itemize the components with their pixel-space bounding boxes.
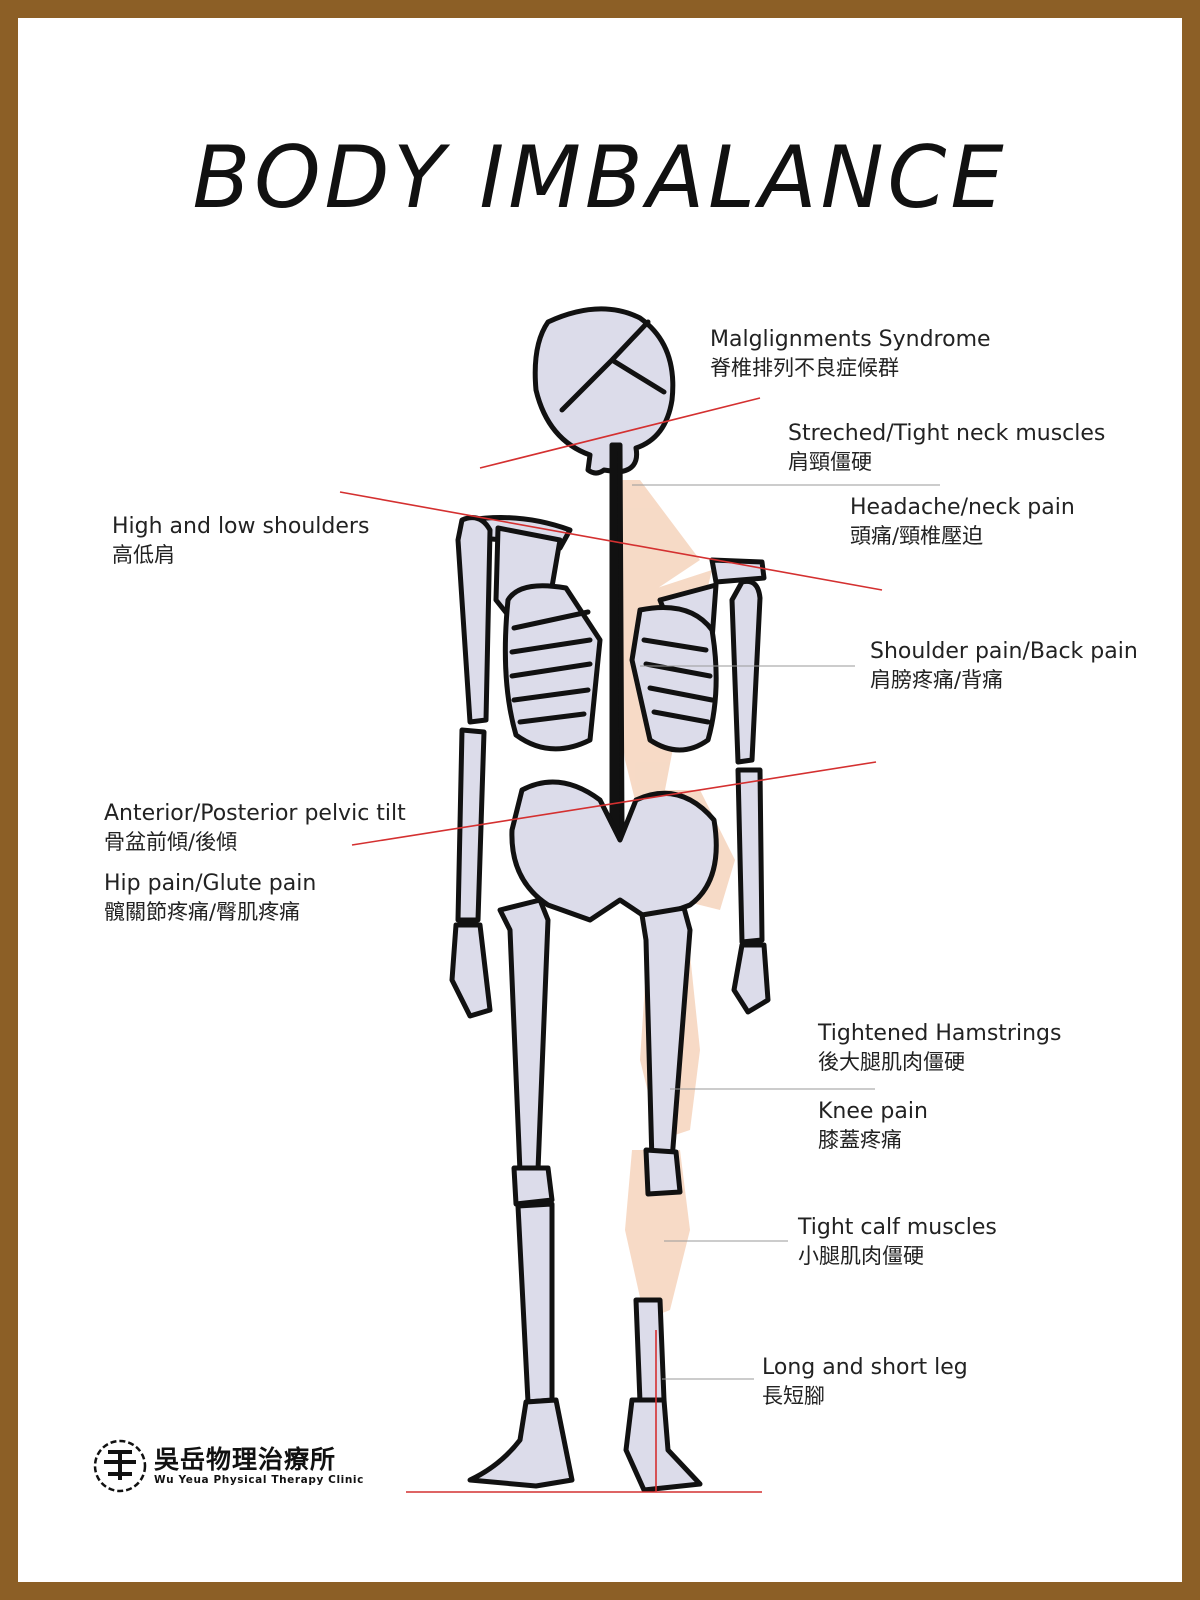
left-hand-bone [449, 922, 493, 1019]
label-hip-pain-en: Hip pain/Glute pain [104, 871, 317, 896]
label-pelvic-tilt-zh: 骨盆前傾/後傾 [104, 830, 238, 854]
label-neck-muscles: Streched/Tight neck muscles 肩頸僵硬 [788, 420, 1105, 476]
label-leg-length: Long and short leg 長短腳 [762, 1354, 968, 1410]
label-leg-length-zh: 長短腳 [762, 1384, 825, 1408]
left-foot-bone [467, 1397, 575, 1489]
label-back-pain-en: Shoulder pain/Back pain [870, 639, 1138, 664]
label-hamstrings-en: Tightened Hamstrings [818, 1021, 1062, 1046]
label-hip-pain-zh: 髖關節疼痛/臀肌疼痛 [104, 900, 301, 924]
skull-suture [559, 319, 667, 413]
label-pelvic-tilt-en: Anterior/Posterior pelvic tilt [104, 801, 406, 826]
label-calf-zh: 小腿肌肉僵硬 [798, 1244, 924, 1268]
right-foot-bone [623, 1397, 703, 1493]
right-hand-bone [731, 942, 771, 1015]
clinic-name: 吳岳物理治療所 [154, 1445, 337, 1474]
clinic-subtitle: Wu Yeua Physical Therapy Clinic [154, 1474, 364, 1486]
spine-bone [609, 442, 625, 843]
left-knee-bone [511, 1165, 555, 1207]
clinic-logo: 吳岳物理治療所 Wu Yeua Physical Therapy Clinic [92, 1438, 392, 1502]
left-tibia-bone [515, 1201, 555, 1405]
left-forearm-bone [455, 727, 487, 923]
label-back-pain: Shoulder pain/Back pain 肩膀疼痛/背痛 [870, 638, 1138, 694]
left-rib-lines [509, 609, 593, 725]
label-shoulders-zh: 高低肩 [112, 543, 175, 567]
skull-bone [532, 306, 676, 476]
label-shoulders: High and low shoulders 高低肩 [112, 513, 369, 569]
label-headache: Headache/neck pain 頭痛/頸椎壓迫 [850, 494, 1075, 550]
label-calf: Tight calf muscles 小腿肌肉僵硬 [798, 1214, 997, 1270]
label-back-pain-zh: 肩膀疼痛/背痛 [870, 668, 1004, 692]
left-femur-bone [497, 897, 551, 1175]
pelvis-tilt-line [351, 761, 877, 846]
shoulder-tilt-line [339, 491, 883, 591]
label-malalignment-zh: 脊椎排列不良症候群 [710, 356, 899, 380]
imbalance-lines [339, 397, 883, 1493]
pelvis-bone [509, 779, 719, 923]
label-pelvic-tilt: Anterior/Posterior pelvic tilt 骨盆前傾/後傾 [104, 800, 406, 856]
label-neck-muscles-en: Streched/Tight neck muscles [788, 421, 1106, 446]
label-headache-zh: 頭痛/頸椎壓迫 [850, 524, 984, 548]
label-knee-pain: Knee pain 膝蓋疼痛 [818, 1098, 928, 1154]
clinic-logo-icon [93, 1439, 147, 1493]
label-shoulders-en: High and low shoulders [112, 514, 370, 539]
skeleton-bones [449, 306, 771, 1493]
right-tibia-bone [633, 1297, 667, 1405]
label-hip-pain: Hip pain/Glute pain 髖關節疼痛/臀肌疼痛 [104, 870, 316, 926]
right-humerus-bone [729, 578, 763, 765]
label-leg-length-en: Long and short leg [762, 1355, 968, 1380]
label-hamstrings-zh: 後大腿肌肉僵硬 [818, 1050, 965, 1074]
label-malalignment: Malglignments Syndrome 脊椎排列不良症候群 [710, 326, 991, 382]
page-title: BODY IMBALANCE [192, 128, 1008, 228]
label-malalignment-en: Malglignments Syndrome [710, 327, 991, 352]
right-forearm-bone [735, 767, 765, 945]
right-shoulder-bone [709, 557, 767, 585]
trapezius-muscle [612, 480, 700, 600]
right-knee-bone [643, 1147, 683, 1197]
label-hamstrings: Tightened Hamstrings 後大腿肌肉僵硬 [818, 1020, 1061, 1076]
label-headache-en: Headache/neck pain [850, 495, 1075, 520]
head-tilt-line [479, 397, 761, 469]
label-knee-pain-en: Knee pain [818, 1099, 928, 1124]
left-humerus-bone [455, 515, 493, 725]
right-rib-lines [641, 637, 715, 725]
label-calf-en: Tight calf muscles [798, 1215, 997, 1240]
label-knee-pain-zh: 膝蓋疼痛 [818, 1128, 902, 1152]
leader-lines [632, 484, 940, 1380]
label-neck-muscles-zh: 肩頸僵硬 [788, 450, 872, 474]
